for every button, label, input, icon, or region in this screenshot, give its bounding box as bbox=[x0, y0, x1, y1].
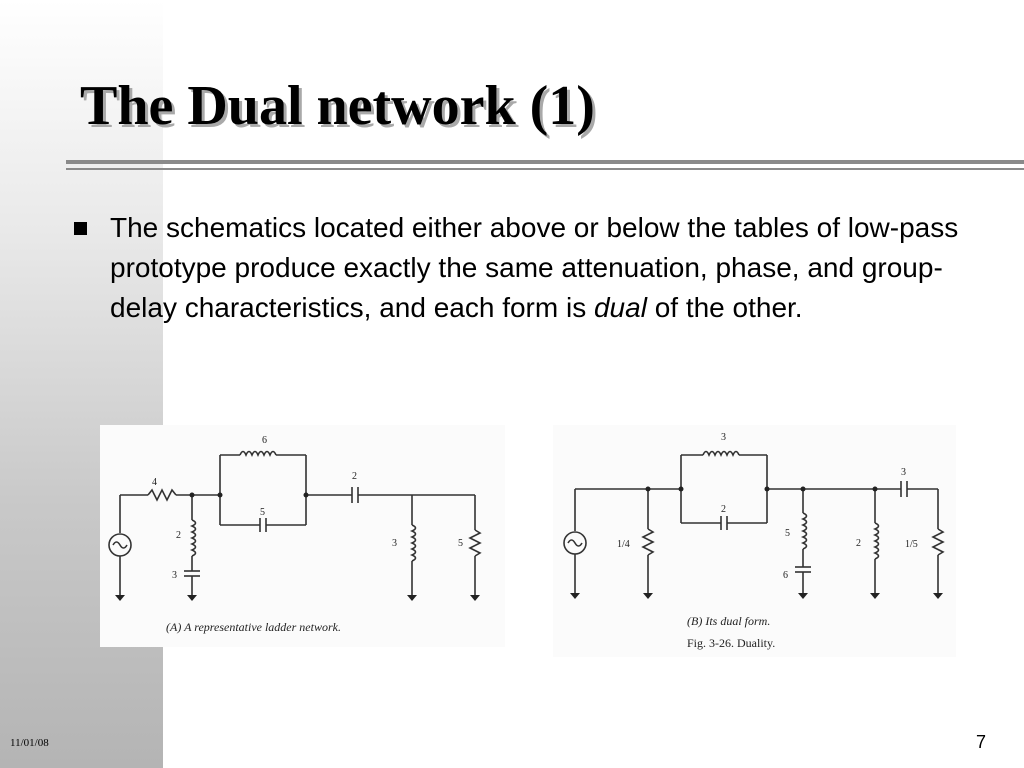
label-b-r14: 1/4 bbox=[617, 539, 630, 550]
square-bullet-icon bbox=[74, 222, 87, 235]
figure-dual-network: 3 2 1/4 5 6 3 2 1/5 (B) Its dual form. F… bbox=[553, 425, 956, 657]
label-b-r15: 1/5 bbox=[905, 539, 918, 550]
label-b-l2: 2 bbox=[856, 538, 861, 549]
label-b-c6: 6 bbox=[783, 570, 788, 581]
label-l6: 6 bbox=[262, 435, 267, 446]
title-rule-thin bbox=[66, 168, 1024, 170]
bullet-emphasis: dual bbox=[593, 292, 647, 323]
dual-network-schematic: 3 2 1/4 5 6 3 2 1/5 (B) Its dual form. F… bbox=[563, 432, 945, 650]
title-rule-thick bbox=[66, 160, 1024, 164]
bullet-text-start: The schematics located either above or b… bbox=[110, 212, 959, 323]
caption-a: (A) A representative ladder network. bbox=[166, 620, 341, 634]
caption-fig-number: Fig. 3-26. Duality. bbox=[687, 636, 775, 650]
label-l2: 2 bbox=[176, 530, 181, 541]
caption-b: (B) Its dual form. bbox=[687, 614, 770, 628]
label-b-l5: 5 bbox=[785, 528, 790, 539]
page-number: 7 bbox=[976, 732, 987, 752]
bullet-text: The schematics located either above or b… bbox=[110, 208, 980, 328]
footer-date: 11/01/08 bbox=[10, 737, 49, 749]
figure-ladder-network: 4 6 5 2 2 3 3 5 (A) A representative lad… bbox=[100, 425, 505, 647]
label-b-l3: 3 bbox=[721, 432, 726, 443]
label-r4: 4 bbox=[152, 477, 157, 488]
label-c2: 2 bbox=[352, 471, 357, 482]
ladder-network-schematic: 4 6 5 2 2 3 3 5 (A) A representative lad… bbox=[108, 435, 482, 634]
label-c5: 5 bbox=[260, 507, 265, 518]
label-l3: 3 bbox=[392, 538, 397, 549]
label-b-c3: 3 bbox=[901, 467, 906, 478]
label-c3: 3 bbox=[172, 570, 177, 581]
label-r5: 5 bbox=[458, 538, 463, 549]
label-b-c2: 2 bbox=[721, 504, 726, 515]
slide-title: The Dual network (1) bbox=[80, 75, 595, 137]
bullet-text-end: of the other. bbox=[646, 292, 803, 323]
